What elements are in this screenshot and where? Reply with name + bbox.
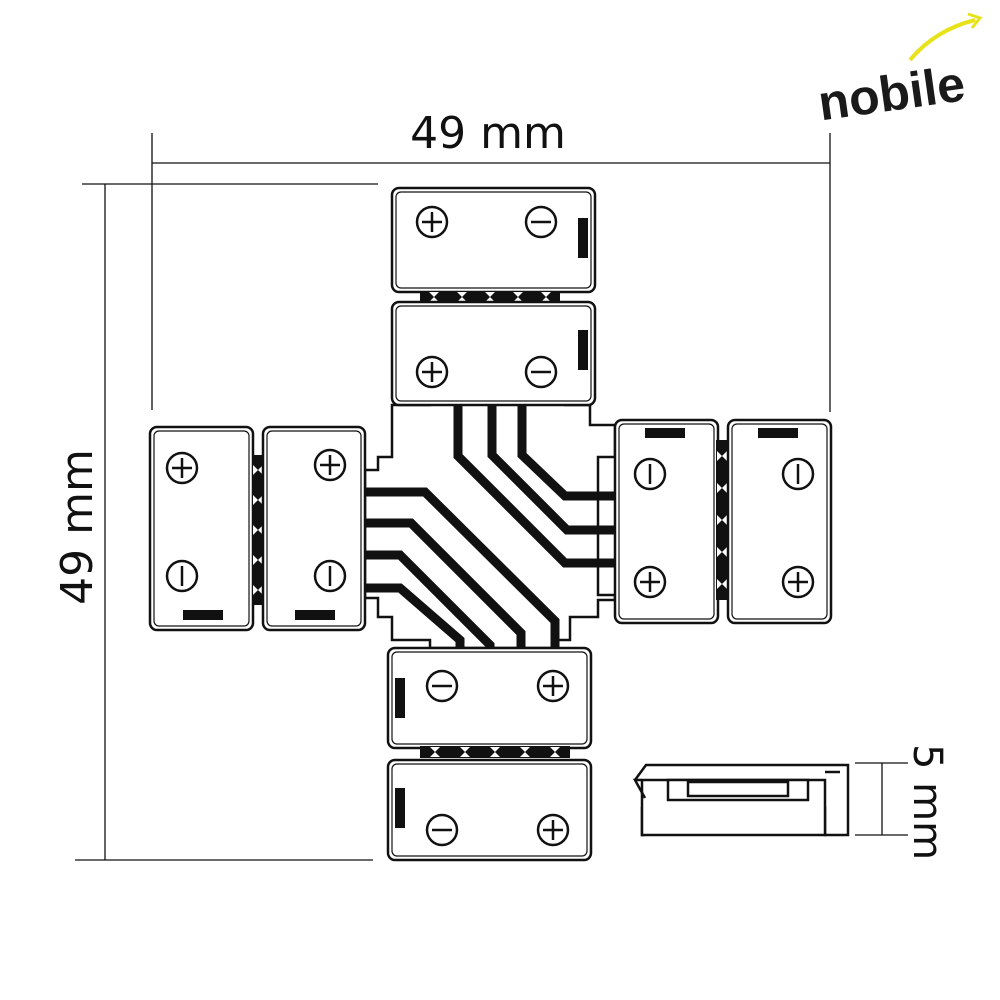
logo-swoosh-icon <box>908 18 976 62</box>
polarity-bar <box>395 678 405 718</box>
width-dimension <box>151 133 831 412</box>
plus-terminal-icon <box>536 669 570 703</box>
brand-logo: nobile <box>815 12 983 131</box>
polarity-bar <box>578 330 588 370</box>
minus-terminal-icon <box>425 669 459 703</box>
plus-terminal-icon <box>781 565 815 599</box>
top-outer-clip <box>390 186 597 294</box>
plus-terminal-icon <box>415 205 449 239</box>
bottom-outer-clip <box>386 758 593 862</box>
plus-terminal-icon <box>313 448 347 482</box>
logo-arrow-icon <box>967 12 983 29</box>
slot-terminal-icon <box>781 457 815 491</box>
top-inner-clip <box>390 300 597 407</box>
plus-terminal-icon <box>415 355 449 389</box>
connector-modules <box>148 186 833 862</box>
right-inner-clip <box>613 418 720 625</box>
slot-terminal-icon <box>313 559 347 593</box>
circuit-traces <box>365 405 615 649</box>
minus-terminal-icon <box>524 205 558 239</box>
thickness-label: 5 mm <box>904 744 950 860</box>
slot-terminal-icon <box>165 559 199 593</box>
plus-terminal-icon <box>536 813 570 847</box>
height-dimension <box>75 183 378 861</box>
height-label: 49 mm <box>52 449 103 605</box>
polarity-bar <box>183 610 223 620</box>
minus-terminal-icon <box>524 355 558 389</box>
brand-name: nobile <box>815 55 969 131</box>
left-outer-clip <box>148 425 255 632</box>
width-label: 49 mm <box>410 108 566 159</box>
plus-terminal-icon <box>633 565 667 599</box>
slot-terminal-icon <box>633 457 667 491</box>
polarity-bar <box>578 218 588 258</box>
minus-terminal-icon <box>425 813 459 847</box>
bottom-inner-clip <box>386 646 593 750</box>
left-inner-clip <box>261 425 367 632</box>
polarity-bar <box>758 428 798 438</box>
polarity-bar <box>645 428 685 438</box>
right-outer-clip <box>726 418 833 625</box>
side-view-clip <box>632 763 850 837</box>
right-hinge <box>716 440 728 600</box>
thickness-dimension <box>855 762 908 836</box>
polarity-bar <box>395 788 405 828</box>
polarity-bar <box>295 610 335 620</box>
bottom-hinge <box>420 746 570 758</box>
plus-terminal-icon <box>165 451 199 485</box>
